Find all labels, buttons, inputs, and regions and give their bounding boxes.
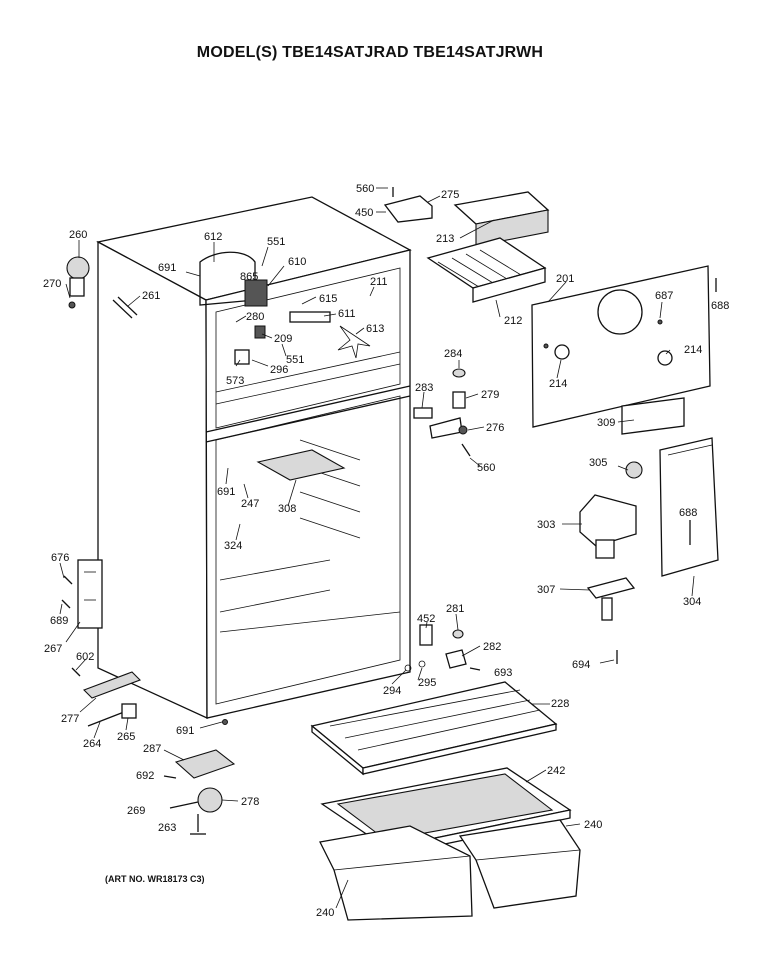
- art-number: (ART NO. WR18173 C3): [105, 874, 205, 884]
- callout-307: 307: [537, 584, 555, 596]
- callout-287: 287: [143, 743, 161, 755]
- callout-613: 613: [366, 323, 384, 335]
- callout-694: 694: [572, 659, 590, 671]
- callout-240: 240: [316, 907, 334, 919]
- callout-305: 305: [589, 457, 607, 469]
- callout-296: 296: [270, 364, 288, 376]
- callout-264: 264: [83, 738, 101, 750]
- callout-691: 691: [158, 262, 176, 274]
- callout-247: 247: [241, 498, 259, 510]
- callout-261: 261: [142, 290, 160, 302]
- callout-269: 269: [127, 805, 145, 817]
- callout-211: 211: [370, 276, 388, 288]
- callout-284: 284: [444, 348, 462, 360]
- callout-270: 270: [43, 278, 61, 290]
- callout-560: 560: [477, 462, 495, 474]
- callout-275: 275: [441, 189, 459, 201]
- page-title: MODEL(S) TBE14SATJRAD TBE14SATJRWH: [196, 44, 544, 61]
- shelves-and-bins: [310, 681, 581, 921]
- right-side-parts: [404, 624, 481, 672]
- callout-308: 308: [278, 503, 296, 515]
- callout-277: 277: [61, 713, 79, 725]
- callout-201: 201: [556, 273, 574, 285]
- callout-282: 282: [483, 641, 501, 653]
- callout-573: 573: [226, 375, 244, 387]
- callout-452: 452: [417, 613, 435, 625]
- callout-214: 214: [549, 378, 567, 390]
- callout-691: 691: [217, 486, 235, 498]
- callout-209: 209: [274, 333, 292, 345]
- callout-551: 551: [286, 354, 304, 366]
- callout-865: 865: [240, 271, 258, 283]
- callout-551: 551: [267, 236, 285, 248]
- callout-688: 688: [711, 300, 729, 312]
- callout-242: 242: [547, 765, 565, 777]
- callout-691: 691: [176, 725, 194, 737]
- callout-693: 693: [494, 667, 512, 679]
- callout-276: 276: [486, 422, 504, 434]
- callout-612: 612: [204, 231, 222, 243]
- callout-560: 560: [356, 183, 374, 195]
- top-assembly: [383, 187, 550, 303]
- callout-283: 283: [415, 382, 433, 394]
- callout-687: 687: [655, 290, 673, 302]
- callout-304: 304: [683, 596, 701, 608]
- callout-309: 309: [597, 417, 615, 429]
- callout-611: 611: [338, 308, 356, 320]
- callout-240: 240: [584, 819, 602, 831]
- callout-212: 212: [504, 315, 522, 327]
- callout-labels: 560 275 450 213 260 612 551 691 865 610 …: [43, 183, 729, 919]
- callout-267: 267: [44, 643, 62, 655]
- callout-676: 676: [51, 552, 69, 564]
- callout-450: 450: [355, 207, 373, 219]
- bottom-left-parts: [83, 671, 236, 835]
- center-small-parts: [413, 368, 471, 457]
- callout-279: 279: [481, 389, 499, 401]
- callout-303: 303: [537, 519, 555, 531]
- callout-265: 265: [117, 731, 135, 743]
- callout-295: 295: [418, 677, 436, 689]
- callout-281: 281: [446, 603, 464, 615]
- callout-278: 278: [241, 796, 259, 808]
- callout-689: 689: [50, 615, 68, 627]
- evaporator-cover-panel: [531, 265, 717, 435]
- callout-692: 692: [136, 770, 154, 782]
- leader-lines: [59, 187, 695, 909]
- callout-688: 688: [679, 507, 697, 519]
- callout-615: 615: [319, 293, 337, 305]
- callout-260: 260: [69, 229, 87, 241]
- callout-228: 228: [551, 698, 569, 710]
- callout-280: 280: [246, 311, 264, 323]
- freezer-right-parts: [579, 437, 719, 664]
- callout-324: 324: [224, 540, 242, 552]
- callout-610: 610: [288, 256, 306, 268]
- callout-294: 294: [383, 685, 401, 697]
- cabinet: [96, 196, 412, 720]
- callout-263: 263: [158, 822, 176, 834]
- callout-602: 602: [76, 651, 94, 663]
- callout-213: 213: [436, 233, 454, 245]
- callout-214: 214: [684, 344, 702, 356]
- left-side-parts: [61, 256, 103, 677]
